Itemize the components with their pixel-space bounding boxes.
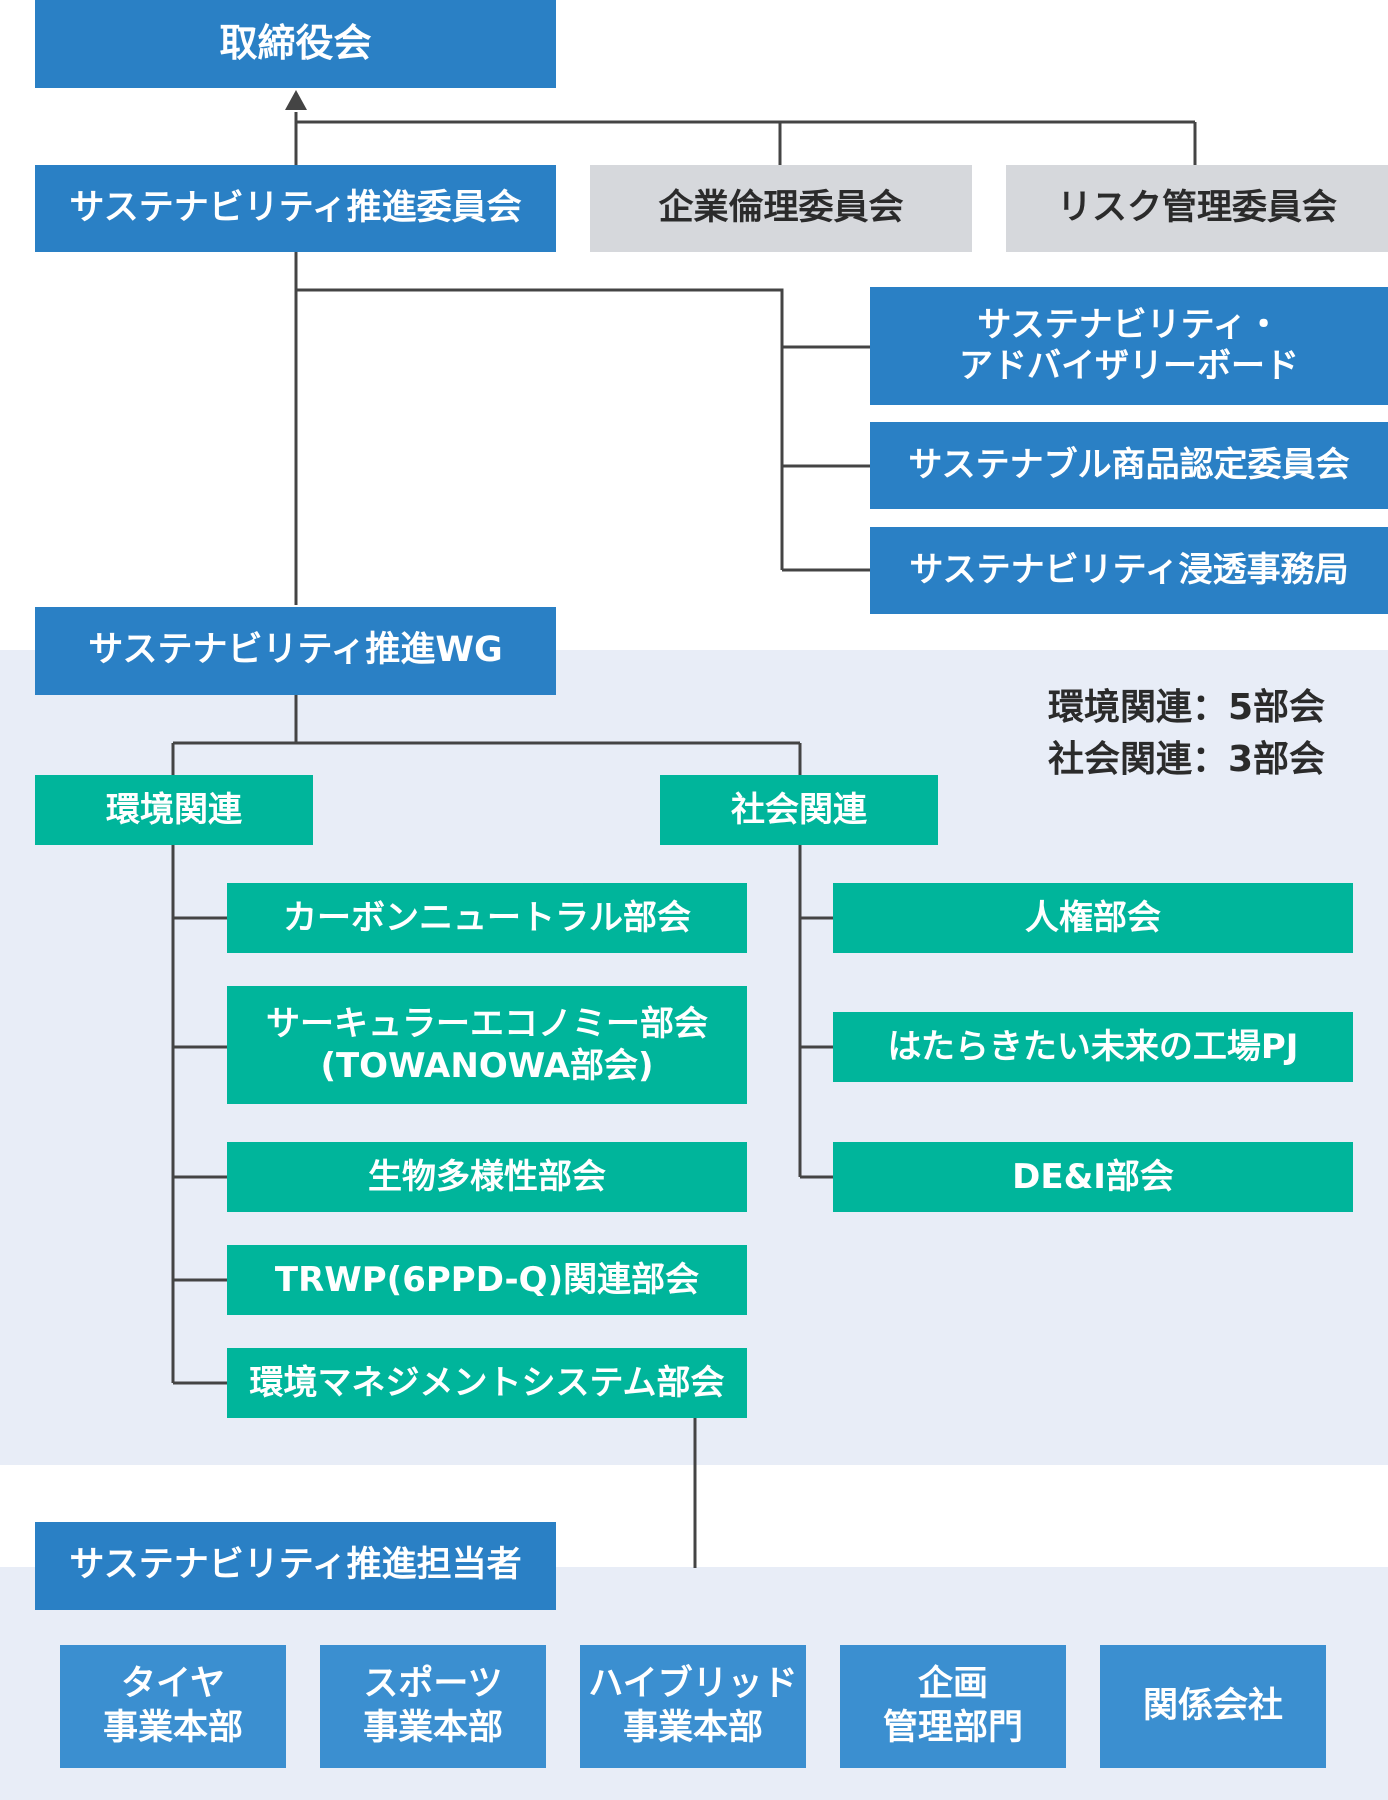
env-item-carbon-neutral: カーボンニュートラル部会 xyxy=(227,883,747,953)
env-item-biodiversity: 生物多様性部会 xyxy=(227,1142,747,1212)
unit-sports: スポーツ 事業本部 xyxy=(320,1645,546,1768)
summary-text: 環境関連：5部会 社会関連：3部会 xyxy=(1048,682,1325,786)
env-item-circular-economy: サーキュラーエコノミー部会 (TOWANOWA部会) xyxy=(227,986,747,1104)
summary-soc: 社会関連：3部会 xyxy=(1048,739,1326,780)
promoters-box: サステナビリティ推進担当者 xyxy=(35,1522,556,1610)
env-connector xyxy=(171,845,227,1385)
unit-hybrid: ハイブリッド 事業本部 xyxy=(580,1645,806,1768)
soc-item-future-factory: はたらきたい未来の工場PJ xyxy=(833,1012,1353,1082)
env-group-header: 環境関連 xyxy=(35,775,313,845)
soc-connector xyxy=(798,845,833,1179)
ethics-committee-box: 企業倫理委員会 xyxy=(590,165,972,252)
board-connector xyxy=(294,112,1197,605)
risk-committee-box: リスク管理委員会 xyxy=(1006,165,1388,252)
sustainability-office-box: サステナビリティ浸透事務局 xyxy=(870,527,1388,614)
soc-item-human-rights: 人権部会 xyxy=(833,883,1353,953)
arrow-up-icon xyxy=(285,90,307,110)
sustainability-committee-box: サステナビリティ推進委員会 xyxy=(35,165,556,252)
env-item-ems: 環境マネジメントシステム部会 xyxy=(227,1348,747,1418)
advisory-board-box: サステナビリティ・ アドバイザリーボード xyxy=(870,287,1388,405)
summary-env: 環境関連：5部会 xyxy=(1048,687,1326,728)
unit-planning: 企画 管理部門 xyxy=(840,1645,1066,1768)
subbody-connector xyxy=(296,288,870,572)
wg-connector xyxy=(171,695,802,775)
unit-tire: タイヤ 事業本部 xyxy=(60,1645,286,1768)
unit-affiliates: 関係会社 xyxy=(1100,1645,1326,1768)
env-item-trwp: TRWP(6PPD-Q)関連部会 xyxy=(227,1245,747,1315)
soc-item-dei: DE&I部会 xyxy=(833,1142,1353,1212)
product-cert-committee-box: サステナブル商品認定委員会 xyxy=(870,422,1388,509)
board-box: 取締役会 xyxy=(35,0,556,88)
wg-box: サステナビリティ推進WG xyxy=(35,607,556,695)
soc-group-header: 社会関連 xyxy=(660,775,938,845)
